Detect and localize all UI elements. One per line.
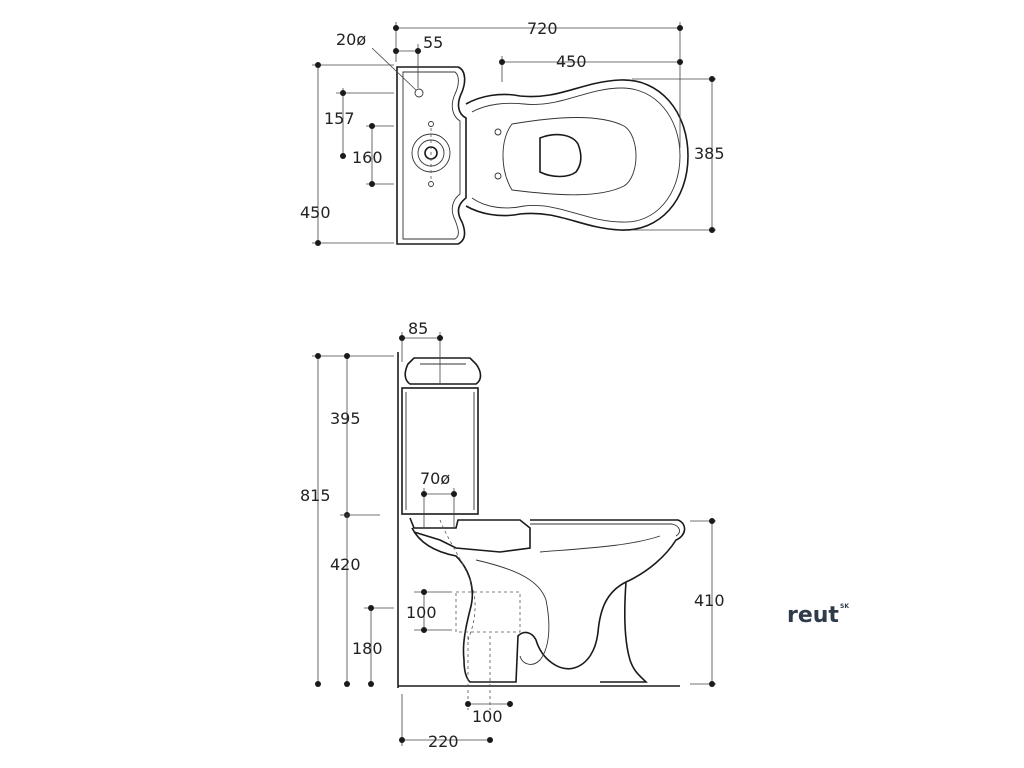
top-seat-rim <box>471 87 681 223</box>
dim-157-label: 157 <box>324 109 355 128</box>
dim-385-label: 385 <box>694 144 725 163</box>
bowl-inner-outline <box>539 535 661 553</box>
top-bowl-well <box>502 117 637 196</box>
dim-20-dia-label: 20ø <box>336 30 366 49</box>
dim-410-label: 410 <box>694 591 725 610</box>
top-bowl-outline <box>465 79 689 231</box>
bowl-trap <box>475 559 550 665</box>
flush-pipe-dashed <box>439 519 476 641</box>
outlet-dashed <box>455 591 521 633</box>
dim-100-horizontal-label: 100 <box>472 707 503 726</box>
seat-hinge-hole-1 <box>494 128 502 136</box>
brand-logo-text: reut <box>787 603 839 628</box>
dim-720-label: 720 <box>527 19 558 38</box>
dim-85-label: 85 <box>408 319 428 338</box>
tank-body <box>401 387 479 515</box>
top-cistern-inner <box>402 71 461 240</box>
dim-420-label: 420 <box>330 555 361 574</box>
dim-180-label: 180 <box>352 639 383 658</box>
side-view: 85 815 395 420 70ø 100 <box>300 319 725 751</box>
seat-hinge-hole-2 <box>494 172 502 180</box>
brand-logo: reut SK <box>787 603 849 628</box>
dim-55-label: 55 <box>423 33 443 52</box>
dim-450-depth-label: 450 <box>300 203 331 222</box>
dim-220-label: 220 <box>428 732 459 751</box>
tank-base <box>409 517 531 553</box>
dim-395-label: 395 <box>330 409 361 428</box>
fixing-hole-top <box>428 121 434 127</box>
tank-lid <box>404 357 482 385</box>
dim-450-bowl-label: 450 <box>556 52 587 71</box>
fixing-hole-bottom <box>428 181 434 187</box>
dim-70-dia-label: 70ø <box>420 469 450 488</box>
bowl-rim <box>530 523 680 537</box>
dim-160-label: 160 <box>352 148 383 167</box>
top-cistern-outline <box>396 66 467 245</box>
top-view: 720 55 20ø 450 385 450 15 <box>300 19 725 246</box>
dim-815-label: 815 <box>300 486 331 505</box>
inlet-hole <box>414 88 424 98</box>
dim-100-vertical-label: 100 <box>406 603 437 622</box>
bowl-foot <box>600 581 648 683</box>
bowl-body <box>411 519 686 683</box>
top-outlet-opening <box>539 133 582 178</box>
brand-logo-suffix: SK <box>840 603 849 610</box>
